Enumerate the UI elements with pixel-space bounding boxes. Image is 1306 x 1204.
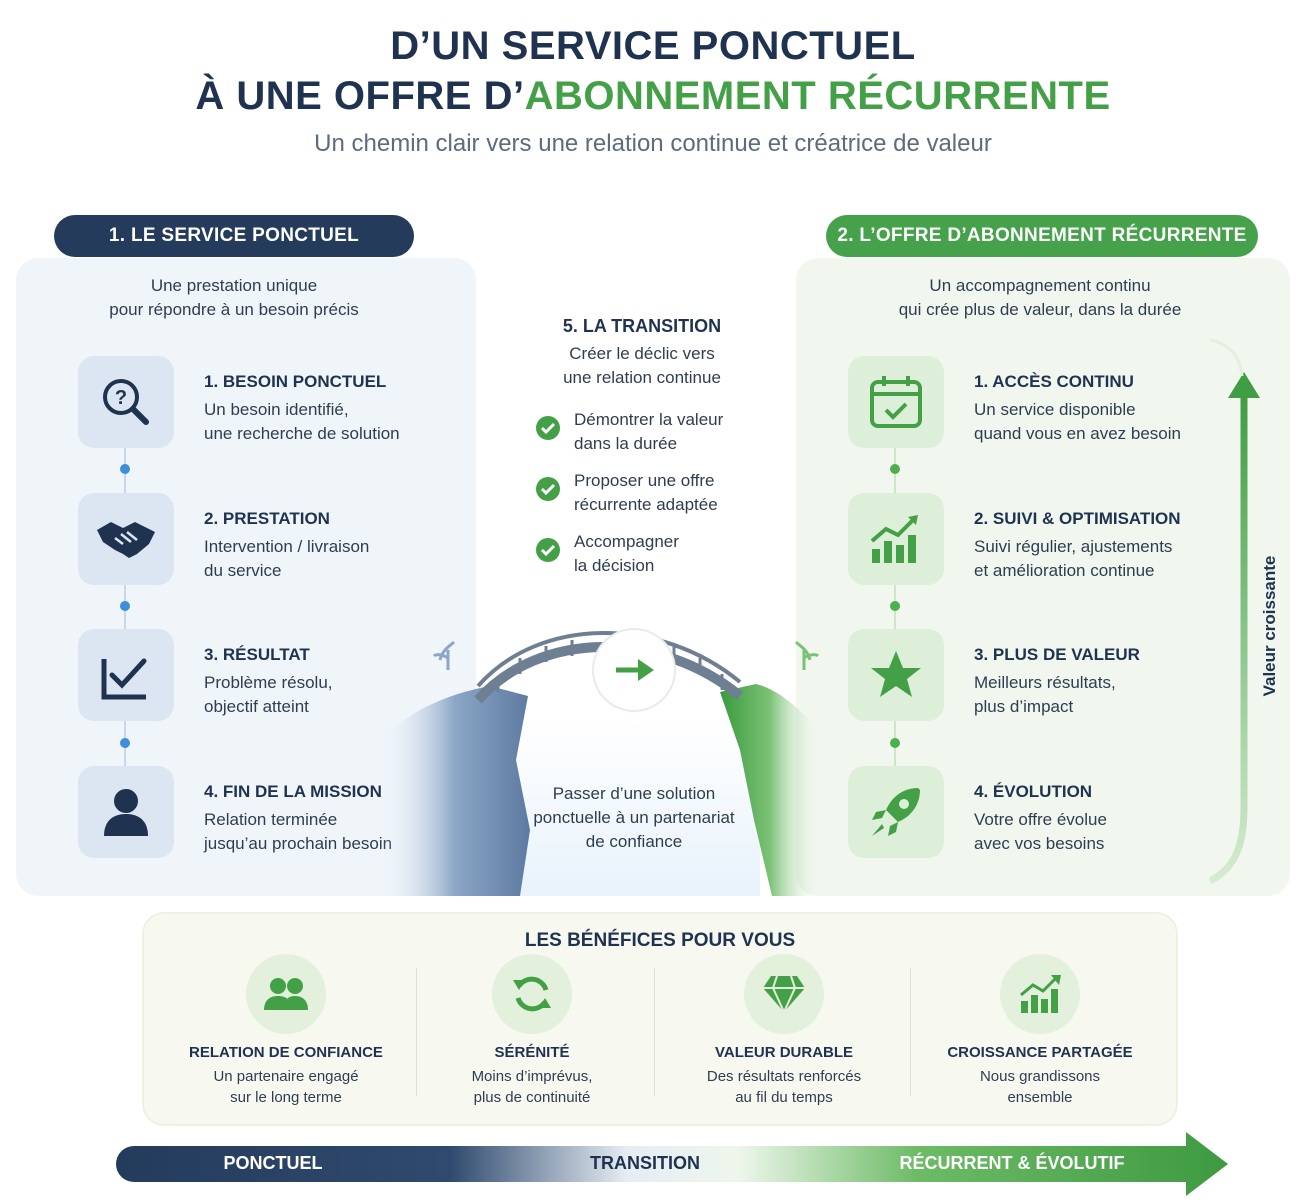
benefit-title: VALEUR DURABLE (714, 1044, 854, 1061)
step-title: 2. SUIVI & OPTIMISATION (974, 509, 1181, 528)
timeline-arrow (116, 1132, 1228, 1196)
svg-text:?: ? (115, 387, 127, 409)
diamond-icon (744, 954, 824, 1034)
title-line-2-prefix: À UNE OFFRE D’ (195, 74, 525, 118)
benefit-title: CROISSANCE PARTAGÉE (947, 1044, 1133, 1061)
ponctuel-header-pill: 1. LE SERVICE PONCTUEL (54, 215, 414, 257)
step-title: 4. ÉVOLUTION (974, 782, 1093, 801)
handshake-icon (78, 493, 174, 585)
check-icon (536, 477, 560, 501)
benefit-description: Des résultats renforcés au fil du temps (706, 1068, 862, 1106)
benefits-panel: LES BÉNÉFICES POUR VOUS RELATION DE CONF… (142, 912, 1178, 1126)
check-text: Proposer une offre récurrente adaptée (574, 471, 718, 514)
growth-chart-icon (1000, 954, 1080, 1034)
connector-dot (890, 738, 900, 748)
step-title: 2. PRESTATION (204, 509, 330, 528)
timeline-start-label: PONCTUEL (223, 1153, 323, 1173)
step-description: Suivi régulier, ajustements et améliorat… (974, 537, 1173, 580)
benefit-title: SÉRÉNITÉ (494, 1044, 570, 1061)
step-description: Intervention / livraison du service (204, 537, 370, 580)
benefit-description: Un partenaire engagé sur le long terme (213, 1068, 359, 1106)
check-icon (536, 538, 560, 562)
step-title: 1. BESOIN PONCTUEL (204, 372, 387, 391)
people-icon (246, 954, 326, 1034)
refresh-icon (492, 954, 572, 1034)
transition-subtitle: Créer le déclic vers une relation contin… (563, 344, 721, 387)
value-growth-arrow (1208, 338, 1260, 885)
star-icon (848, 629, 944, 721)
step-description: Relation terminée jusqu’au prochain beso… (204, 810, 393, 853)
step-title: 3. PLUS DE VALEUR (974, 645, 1140, 664)
abonnement-intro: Un accompagnement continu qui crée plus … (898, 276, 1182, 319)
step-description: Un service disponible quand vous en avez… (974, 400, 1181, 443)
arrow-right-icon (616, 659, 654, 681)
benefit-description: Moins d’imprévus, plus de continuité (471, 1068, 593, 1106)
step-description: Votre offre évolue avec vos besoins (974, 810, 1107, 853)
user-icon (78, 766, 174, 858)
checkbox-icon (78, 629, 174, 721)
check-text: Accompagner la décision (574, 532, 679, 575)
title-line-2: À UNE OFFRE D’ABONNEMENT RÉCURRENTE (0, 74, 1306, 119)
benefit-divider (416, 968, 417, 1096)
step-title: 3. RÉSULTAT (204, 645, 310, 664)
subtitle: Un chemin clair vers une relation contin… (314, 130, 992, 157)
benefit-title: RELATION DE CONFIANCE (189, 1044, 383, 1061)
calendar-check-icon (848, 356, 944, 448)
transition-title: 5. LA TRANSITION (562, 316, 722, 336)
benefits-title: LES BÉNÉFICES POUR VOUS (524, 930, 796, 951)
benefit-divider (910, 968, 911, 1096)
step-title: 4. FIN DE LA MISSION (204, 782, 382, 801)
rocket-icon (848, 766, 944, 858)
connector-dot (120, 464, 130, 474)
benefit-description: Nous grandissons ensemble (979, 1068, 1101, 1106)
check-text: Démontrer la valeur dans la durée (574, 410, 724, 453)
connector-dot (120, 738, 130, 748)
value-growth-label: Valeur croissante (1260, 555, 1279, 697)
search-question-icon: ? (78, 356, 174, 448)
bridge-caption: Passer d’une solution ponctuelle à un pa… (533, 784, 735, 851)
step-description: Problème résolu, objectif atteint (204, 673, 333, 716)
abonnement-header-pill: 2. L’OFFRE D’ABONNEMENT RÉCURRENTE (826, 215, 1258, 257)
connector-dot (120, 601, 130, 611)
connector-dot (890, 601, 900, 611)
connector-dot (890, 464, 900, 474)
timeline-middle-label: TRANSITION (590, 1153, 700, 1173)
transition-arrow-button (592, 628, 676, 712)
bridge-illustration (380, 631, 820, 896)
step-description: Un besoin identifié, une recherche de so… (204, 400, 400, 443)
step-description: Meilleurs résultats, plus d’impact (974, 673, 1116, 716)
timeline-end-label: RÉCURRENT & ÉVOLUTIF (899, 1153, 1125, 1173)
growth-chart-icon (848, 493, 944, 585)
benefit-divider (654, 968, 655, 1096)
title-line-2-highlight: ABONNEMENT RÉCURRENTE (524, 74, 1111, 118)
ponctuel-intro: Une prestation unique pour répondre à un… (109, 276, 359, 319)
check-icon (536, 416, 560, 440)
step-title: 1. ACCÈS CONTINU (974, 372, 1134, 391)
title-line-1: D’UN SERVICE PONCTUEL (390, 24, 916, 68)
